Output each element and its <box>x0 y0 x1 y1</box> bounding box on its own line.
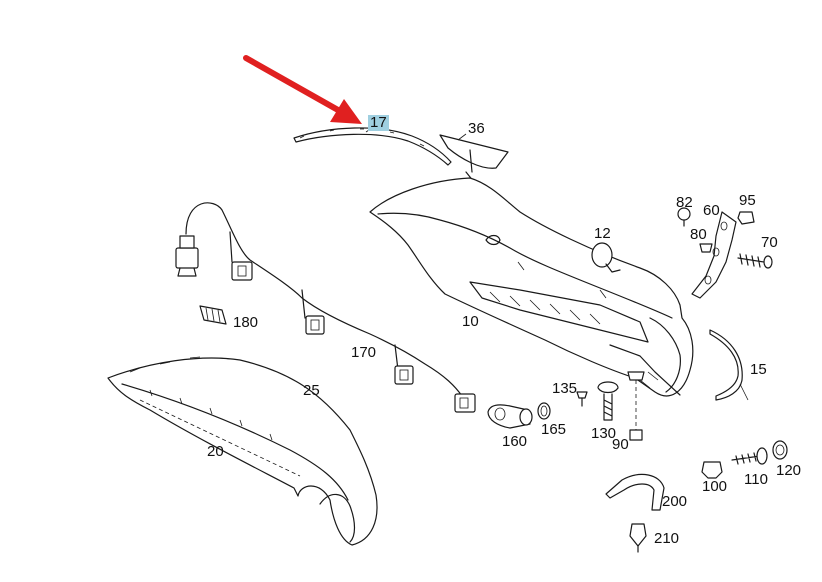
callout-90: 90 <box>612 436 629 453</box>
callout-12: 12 <box>594 225 611 242</box>
bumper-cover-10 <box>369 177 694 397</box>
callout-135: 135 <box>552 380 578 397</box>
reflector-36 <box>439 134 509 183</box>
callout-200: 200 <box>662 493 688 510</box>
callout-210: 210 <box>654 530 680 547</box>
callout-170: 170 <box>351 344 377 361</box>
red-pointer-arrow <box>243 55 362 124</box>
trim-15 <box>709 329 743 401</box>
bracket-60 <box>691 211 737 299</box>
sensor-160 <box>487 404 533 429</box>
callout-80: 80 <box>690 226 707 243</box>
callout-95: 95 <box>739 192 756 209</box>
fasteners-135-130-90 <box>576 371 645 441</box>
callout-20: 20 <box>207 443 224 460</box>
callout-60: 60 <box>703 202 720 219</box>
clip-210 <box>629 523 647 553</box>
diffuser-20 <box>107 356 378 546</box>
trim-strip-17 <box>293 127 452 166</box>
callout-130: 130 <box>591 425 617 442</box>
cap-12 <box>591 242 621 273</box>
callout-70: 70 <box>761 234 778 251</box>
callout-15: 15 <box>750 361 767 378</box>
callout-82: 82 <box>676 194 693 211</box>
bracket-200 <box>605 473 665 511</box>
callout-100: 100 <box>702 478 728 495</box>
callout-36: 36 <box>468 120 485 137</box>
callout-180: 180 <box>233 314 259 331</box>
callout-17: 17 <box>368 114 389 131</box>
ring-165 <box>537 402 551 420</box>
callout-25: 25 <box>303 382 320 399</box>
fasteners-100-110-120 <box>701 440 788 479</box>
callout-160: 160 <box>502 433 528 450</box>
fasteners-82-95-80-70 <box>677 207 773 269</box>
callout-165: 165 <box>541 421 567 438</box>
callout-110: 110 <box>744 471 768 488</box>
callout-120: 120 <box>776 462 802 479</box>
callout-10: 10 <box>462 313 479 330</box>
wiring-harness-180 <box>175 202 476 413</box>
